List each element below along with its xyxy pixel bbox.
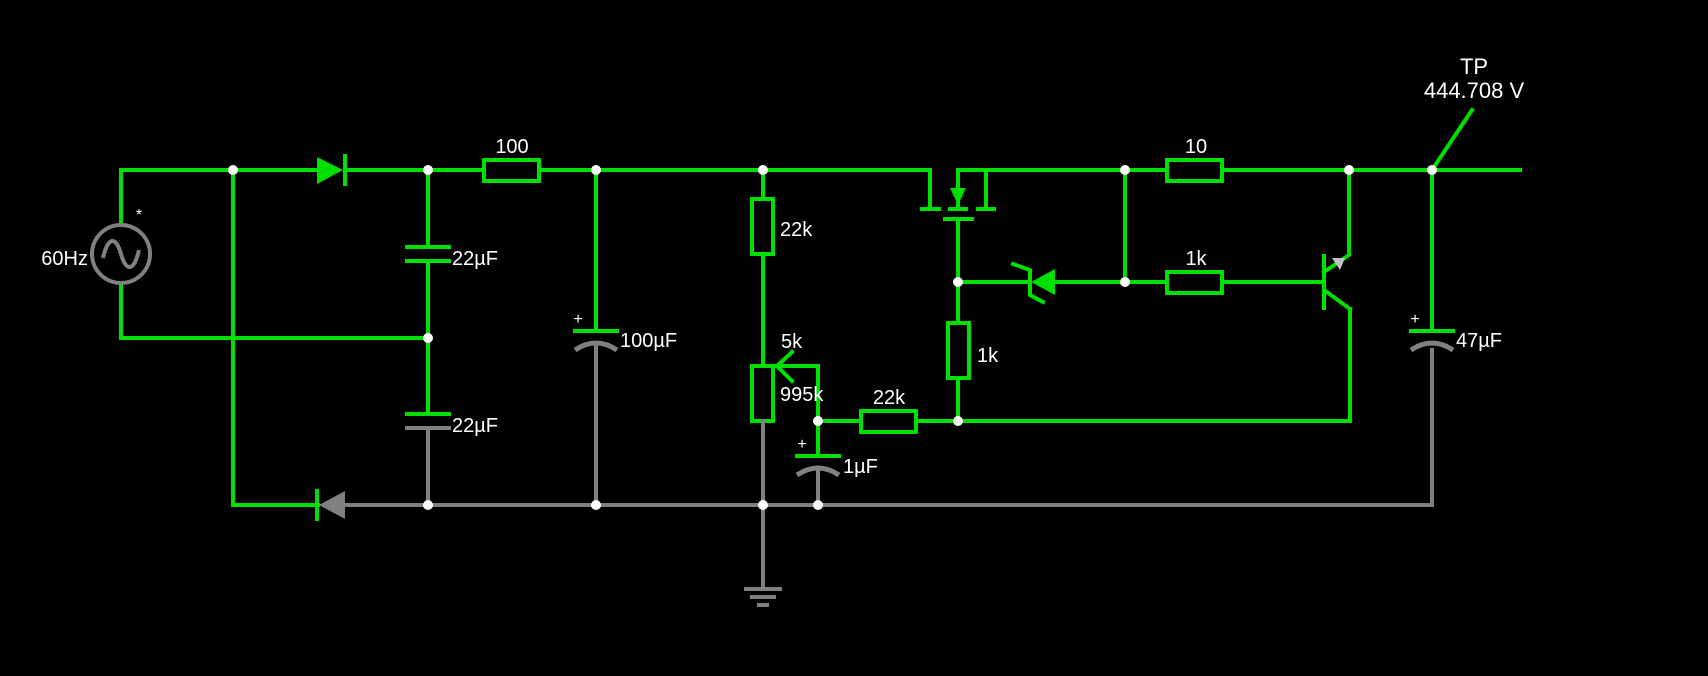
junction-dot bbox=[758, 500, 768, 510]
test-probe[interactable]: TP 444.708 V bbox=[1424, 54, 1525, 173]
junction-dot bbox=[591, 500, 601, 510]
junction-dot bbox=[1427, 165, 1437, 175]
junction-dot bbox=[953, 277, 963, 287]
junction-dot bbox=[423, 165, 433, 175]
resistor-body bbox=[946, 321, 971, 380]
zener-bar bbox=[1010, 261, 1046, 305]
resistor-1k-vertical[interactable]: 1k bbox=[946, 321, 999, 423]
capacitor-1uf[interactable]: + 1µF bbox=[795, 419, 878, 507]
junction-dot bbox=[1120, 277, 1130, 287]
resistor-1k-v-label: 1k bbox=[977, 345, 999, 367]
transistor-collector bbox=[1321, 287, 1353, 312]
wire bbox=[119, 282, 430, 340]
wiper-wire bbox=[773, 364, 820, 423]
source-marker: * bbox=[136, 207, 142, 224]
diode-icon bbox=[317, 157, 343, 184]
source-frequency-label: 60Hz bbox=[41, 248, 88, 270]
resistor-body bbox=[1165, 270, 1224, 295]
resistor-22k-horizontal[interactable]: 22k bbox=[816, 307, 1352, 434]
capacitor-100uf[interactable]: + 100µF bbox=[573, 168, 677, 507]
capacitor-47uf[interactable]: + 47µF bbox=[1409, 168, 1502, 353]
resistor-1k-horizontal[interactable]: 1k bbox=[1165, 248, 1324, 295]
polarity-plus: + bbox=[1410, 311, 1419, 328]
resistor-body bbox=[1165, 158, 1224, 183]
transistor-arrow-icon bbox=[1332, 258, 1345, 270]
junction-dot bbox=[953, 416, 963, 426]
capacitor-c2[interactable]: 22µF bbox=[405, 412, 498, 507]
potentiometer-body bbox=[750, 364, 775, 423]
diode-d1[interactable] bbox=[231, 154, 486, 186]
wire bbox=[119, 168, 235, 226]
transistor-emitter bbox=[1321, 168, 1351, 275]
junction-dots bbox=[228, 165, 1437, 510]
junction-dot bbox=[1120, 165, 1130, 175]
junction-dot bbox=[423, 500, 433, 510]
potentiometer-top-label: 5k bbox=[781, 331, 803, 353]
resistor-10-label: 10 bbox=[1185, 136, 1207, 158]
diode-icon bbox=[319, 491, 345, 519]
capacitor-47uf-label: 47µF bbox=[1456, 330, 1502, 352]
junction-dot bbox=[813, 416, 823, 426]
resistor-22k-vertical[interactable]: 22k bbox=[750, 168, 813, 368]
potentiometer[interactable]: 5k 995k bbox=[750, 331, 824, 590]
capacitor-c1[interactable]: 22µF bbox=[405, 168, 498, 416]
ground-rail bbox=[343, 348, 1434, 507]
resistor-100[interactable]: 100 bbox=[482, 136, 932, 183]
probe-lead bbox=[1429, 107, 1475, 173]
mosfet-arrow-icon bbox=[950, 188, 966, 205]
resistor-22k-label: 22k bbox=[780, 219, 813, 241]
wire bbox=[231, 168, 320, 507]
resistor-body bbox=[859, 409, 918, 434]
ground-symbol bbox=[744, 587, 782, 607]
resistor-100-label: 100 bbox=[495, 136, 528, 158]
junction-dot bbox=[813, 500, 823, 510]
junction-dot bbox=[423, 333, 433, 343]
polarity-plus: + bbox=[797, 436, 806, 453]
polarity-plus: + bbox=[573, 311, 582, 328]
zener-diode[interactable] bbox=[956, 261, 1169, 305]
resistor-body bbox=[482, 158, 541, 183]
wire bbox=[956, 168, 1522, 211]
capacitor-100uf-label: 100µF bbox=[620, 330, 677, 352]
pnp-transistor[interactable] bbox=[1321, 168, 1353, 312]
cap-curved-plate bbox=[1409, 340, 1455, 353]
resistor-1k-h-label: 1k bbox=[1185, 248, 1207, 270]
capacitor-c1-label: 22µF bbox=[452, 248, 498, 270]
sine-wave-glyph bbox=[101, 239, 141, 269]
junction-dot bbox=[1344, 165, 1354, 175]
resistor-body bbox=[750, 197, 775, 256]
ac-source[interactable]: 60Hz * bbox=[41, 168, 430, 340]
probe-voltage: 444.708 V bbox=[1424, 78, 1525, 103]
junction-dot bbox=[228, 165, 238, 175]
wire bbox=[914, 307, 1352, 423]
junction-dot bbox=[591, 165, 601, 175]
junction-dot bbox=[758, 165, 768, 175]
wiper-arrow-icon bbox=[774, 349, 795, 384]
potentiometer-bottom-label: 995k bbox=[780, 384, 824, 406]
capacitor-c2-label: 22µF bbox=[452, 415, 498, 437]
probe-name: TP bbox=[1460, 54, 1488, 79]
ac-sine-icon bbox=[90, 223, 152, 285]
zener-icon bbox=[1031, 269, 1055, 295]
resistor-22k-h-label: 22k bbox=[873, 387, 906, 409]
diode-d2[interactable] bbox=[315, 489, 345, 521]
capacitor-1uf-label: 1µF bbox=[843, 456, 878, 478]
mosfet[interactable] bbox=[920, 168, 1522, 325]
resistor-10[interactable]: 10 bbox=[1165, 136, 1224, 183]
